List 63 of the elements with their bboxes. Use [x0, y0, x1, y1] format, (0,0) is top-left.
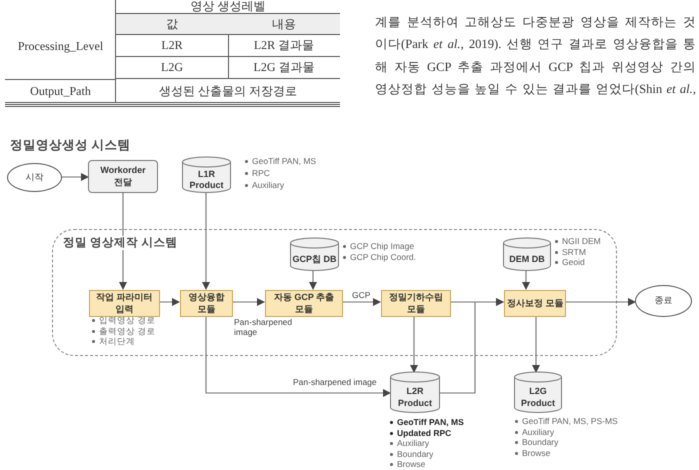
bullet-item: GeoTiff PAN, MS: [252, 157, 316, 166]
paragraph-line: 영상정합 성능을 높일 수 있는 결과를 얻었다(Shin et al.,: [375, 81, 696, 98]
edge-label: Pan-sharpened image: [293, 377, 377, 388]
table-cell: Output_Path: [5, 80, 116, 103]
bullet-item: Geoid: [562, 258, 585, 266]
table-cell: L2G: [116, 57, 228, 79]
module-box: 자동 GCP 추출 모듈: [265, 290, 343, 317]
arrow: [232, 298, 265, 306]
bullet-item: 입력영상 경로: [99, 316, 156, 324]
arrow: [342, 298, 381, 306]
table-cell: 생성된 산출물의 저장경로: [116, 80, 340, 103]
table-cell: 내용: [228, 14, 340, 35]
bullet-item: 출력영상 경로: [99, 326, 156, 335]
database-cylinder: L2R Product: [390, 372, 440, 413]
module-box: 작업 파라미터 입력: [89, 290, 160, 317]
bullet-item: Boundary: [397, 450, 434, 458]
terminal-ellipse: 종료: [635, 285, 692, 317]
bullet-item: GeoTiff PAN, MS, PS-MS: [522, 417, 618, 426]
arrow: [309, 270, 317, 290]
paragraph-line: 해 자동 GCP 추출 과정에서 GCP 칩과 위성영상 간의: [375, 59, 696, 76]
arrow: [522, 270, 530, 290]
table-cell: L2R 결과물: [228, 35, 340, 57]
bullet-item: Browse: [397, 460, 426, 468]
diagram-title: 정밀영상생성 시스템: [10, 137, 130, 154]
bullet-item: 처리단계: [99, 337, 135, 346]
bullet-item: GeoTiff PAN, MS: [397, 418, 464, 426]
database-cylinder: L2G Product: [514, 372, 562, 413]
arrow: [532, 316, 540, 373]
edge-label: GCP: [352, 290, 370, 300]
module-box: 정밀기하수립 모듈: [381, 290, 451, 317]
bullet-item: SRTM: [562, 248, 586, 256]
bullet-item: Auxiliary: [397, 439, 430, 448]
arrow: [565, 298, 636, 306]
database-cylinder: L1R Product: [182, 157, 231, 193]
arrow: [440, 298, 504, 394]
arrow: [202, 193, 210, 290]
arrow: [159, 298, 180, 306]
table-cell: 값: [116, 14, 228, 35]
edge-label: Pan-sharpened image: [234, 317, 294, 338]
module-box: 정사보정 모듈: [504, 290, 566, 317]
process-box: Workorder 전달: [88, 160, 158, 193]
arrow: [410, 316, 418, 373]
paragraph-line: 계를 분석하여 고해상도 다중분광 영상을 제작하는 것: [375, 14, 696, 31]
bullet-item: Boundary: [522, 438, 558, 446]
database-cylinder: GCP칩 DB: [290, 238, 339, 271]
table-cell: L2R: [116, 35, 228, 57]
bullet-item: Updated RPC: [397, 428, 452, 437]
bullet-item: RPC: [252, 169, 270, 178]
bullet-item: Auxiliary: [252, 181, 284, 190]
bullet-item: Browse: [522, 448, 550, 457]
bullet-item: NGII DEM: [562, 237, 601, 246]
arrow: [205, 316, 391, 397]
arrow: [119, 193, 127, 290]
system-boundary: [52, 229, 617, 356]
database-cylinder: DEM DB: [503, 238, 551, 271]
paragraph-line: 이다(Park et al., 2019). 선행 연구 결과로 영상융합을 통: [375, 36, 696, 53]
terminal-ellipse: 시작: [7, 163, 62, 192]
bullet-item: GCP Chip Image: [350, 242, 414, 250]
table-cell: L2G 결과물: [228, 57, 340, 79]
bullet-item: Auxiliary: [522, 428, 554, 436]
arrow: [62, 173, 89, 181]
bullet-item: GCP Chip Coord.: [350, 253, 416, 262]
module-box: 영상융합 모듈: [180, 290, 233, 317]
